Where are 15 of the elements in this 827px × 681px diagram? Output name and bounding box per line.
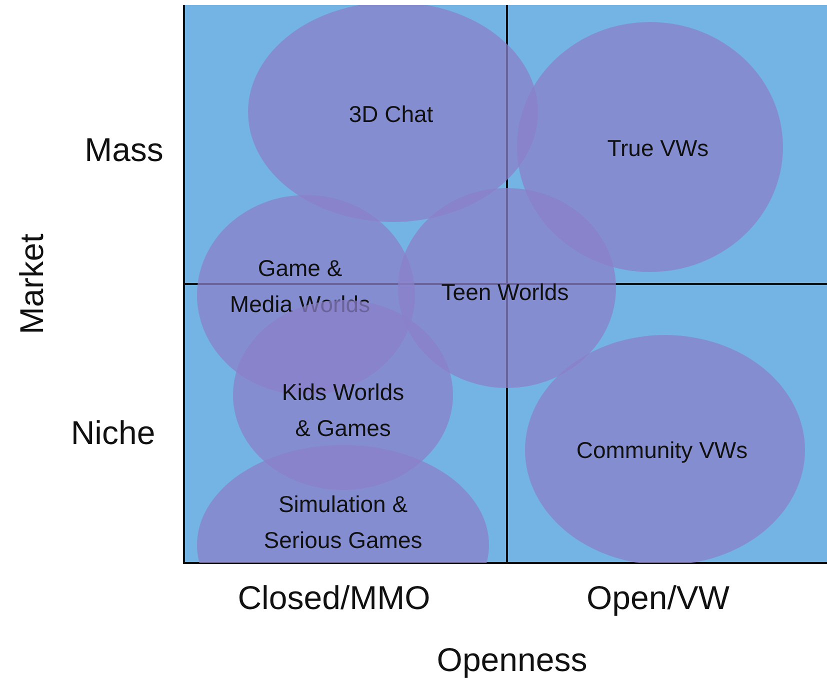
region-label: 3D Chat: [348, 100, 434, 129]
axis-label: Openness: [436, 641, 588, 679]
region-label: Teen Worlds: [440, 278, 570, 307]
axis-label: Mass: [84, 131, 164, 169]
region-label: Community VWs: [575, 436, 749, 465]
region-label: True VWs: [606, 134, 710, 163]
ellipse-region: [525, 335, 805, 563]
axis-label: Closed/MMO: [238, 579, 430, 617]
axis-label: Open/VW: [586, 579, 730, 617]
ellipse-region: [517, 22, 783, 272]
region-label: Game & Media Worlds: [228, 254, 372, 319]
axis-label: Niche: [70, 414, 156, 452]
region-label: Simulation & Serious Games: [262, 490, 424, 555]
region-label: Kids Worlds & Games: [280, 378, 406, 443]
axis-label: Market: [13, 234, 51, 334]
